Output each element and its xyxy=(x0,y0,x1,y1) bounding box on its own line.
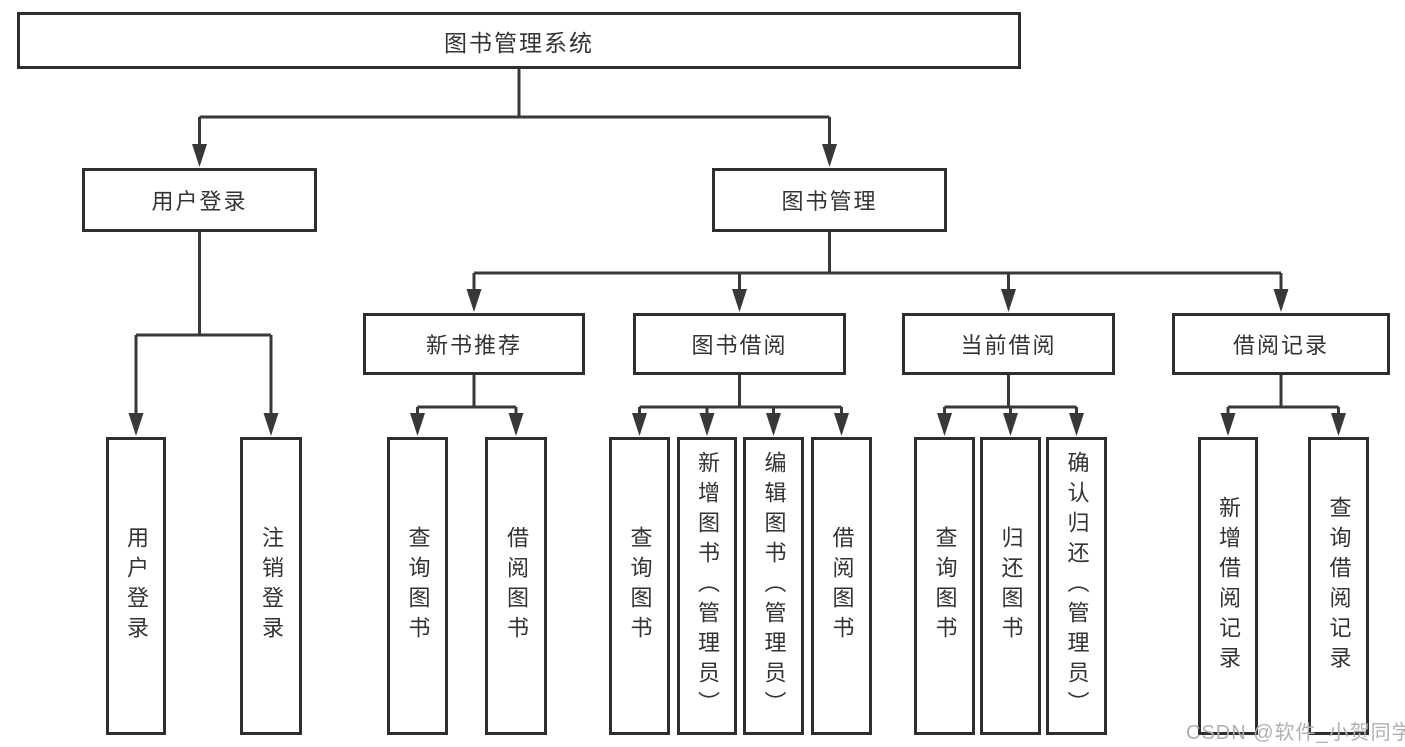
node-label: 归还图书 xyxy=(998,526,1024,646)
node-label: 编辑图书（管理员） xyxy=(761,451,787,721)
node-library-management-system: 图书管理系统 xyxy=(17,12,1021,69)
leaf-borrow-books-borrowing: 借阅图书 xyxy=(811,437,872,735)
node-label: 借阅记录 xyxy=(1232,333,1329,358)
node-label: 查询图书 xyxy=(932,526,958,646)
leaf-borrow-books-recommend: 借阅图书 xyxy=(485,437,547,735)
arrowheads xyxy=(128,144,1346,436)
node-label: 借阅图书 xyxy=(829,526,855,646)
leaf-logout: 注销登录 xyxy=(240,437,302,735)
leaf-add-borrow-record: 新增借阅记录 xyxy=(1198,437,1258,735)
node-label: 查询借阅记录 xyxy=(1326,496,1352,676)
node-label: 新增借阅记录 xyxy=(1216,496,1241,676)
node-borrowing-records: 借阅记录 xyxy=(1172,313,1390,375)
node-user-login: 用户登录 xyxy=(82,168,317,232)
node-label: 图书管理系统 xyxy=(444,29,594,56)
leaf-query-books-current: 查询图书 xyxy=(914,437,975,735)
node-label: 当前借阅 xyxy=(960,333,1057,358)
leaf-confirm-return-admin: 确认归还（管理员） xyxy=(1046,437,1107,735)
node-label: 借阅图书 xyxy=(504,526,529,646)
node-label: 用户登录 xyxy=(124,526,149,646)
node-label: 用户登录 xyxy=(151,189,248,214)
node-label: 查询图书 xyxy=(405,526,431,646)
watermark: CSDN @软件_小贺同学 xyxy=(1186,722,1405,744)
node-label: 新书推荐 xyxy=(425,333,522,358)
leaf-query-borrow-record: 查询借阅记录 xyxy=(1308,437,1369,735)
node-book-management: 图书管理 xyxy=(712,168,947,232)
leaf-query-books-recommend: 查询图书 xyxy=(387,437,448,735)
leaf-add-book-admin: 新增图书（管理员） xyxy=(677,437,737,735)
leaf-return-books: 归还图书 xyxy=(980,437,1041,735)
leaf-user-login: 用户登录 xyxy=(106,437,166,735)
leaf-query-books-borrowing: 查询图书 xyxy=(609,437,670,735)
node-label: 图书借阅 xyxy=(691,333,788,358)
node-current-borrowing: 当前借阅 xyxy=(902,313,1115,375)
leaf-edit-book-admin: 编辑图书（管理员） xyxy=(743,437,804,735)
node-label: 图书管理 xyxy=(781,189,878,214)
node-label: 确认归还（管理员） xyxy=(1064,451,1090,721)
node-label: 新增图书（管理员） xyxy=(695,451,720,721)
node-book-borrowing: 图书借阅 xyxy=(633,313,846,375)
node-label: 注销登录 xyxy=(259,526,284,646)
node-label: 查询图书 xyxy=(627,526,653,646)
node-new-book-recommendation: 新书推荐 xyxy=(363,313,585,375)
